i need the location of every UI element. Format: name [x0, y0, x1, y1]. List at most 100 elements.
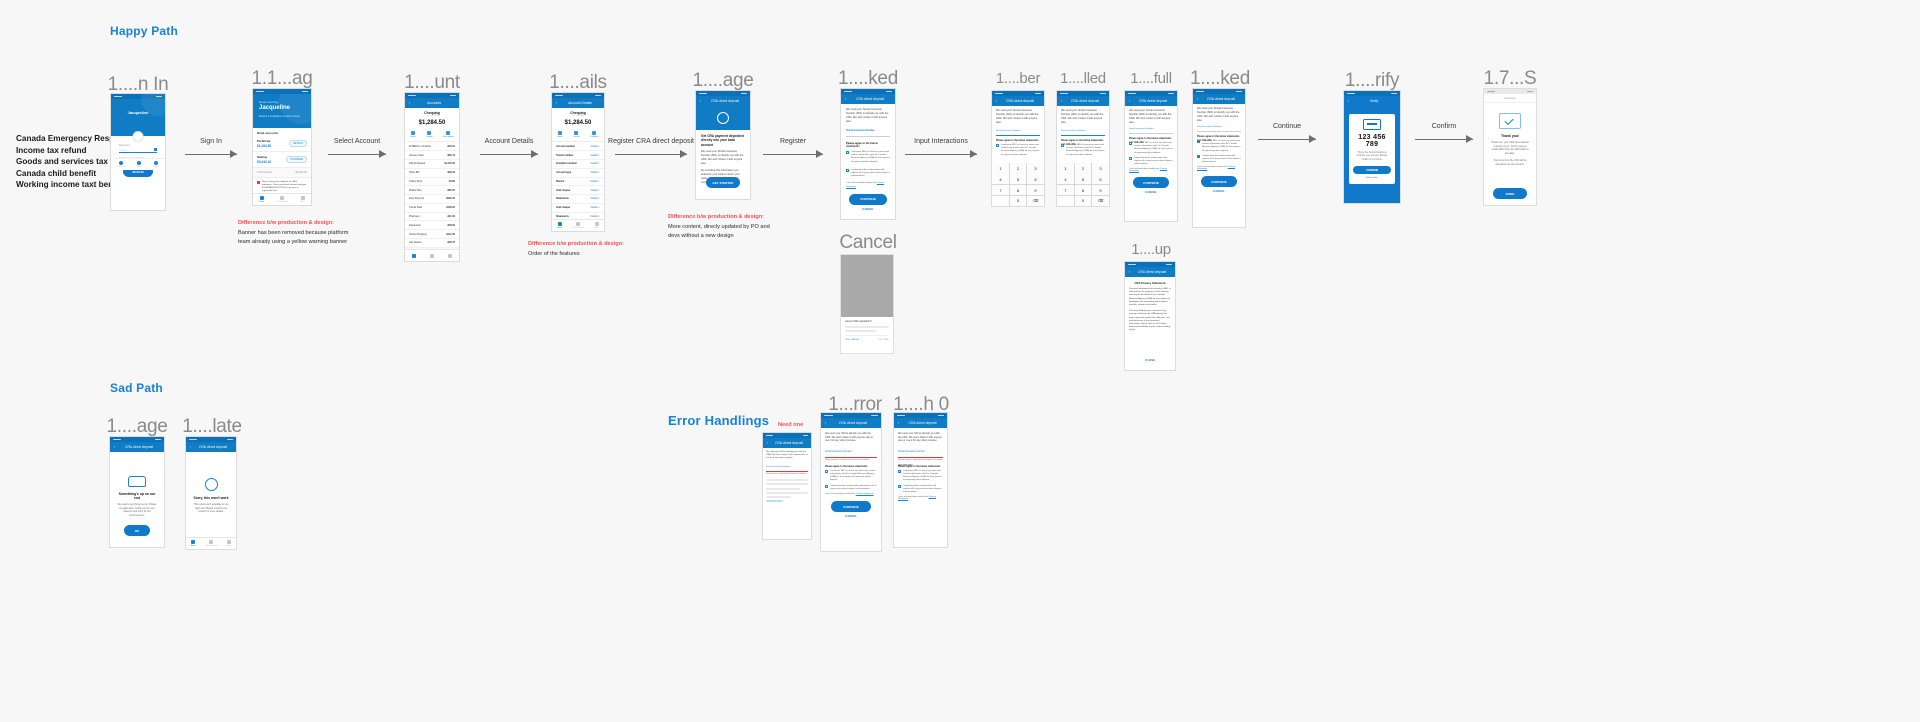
privacy-link[interactable]: Privacy Statement	[846, 182, 884, 188]
key-8[interactable]: 8	[1009, 185, 1027, 196]
tab-more[interactable]	[448, 253, 452, 258]
quick-action-cra[interactable]: CRA direct	[590, 131, 599, 138]
account-action-button[interactable]: DETAILS	[289, 140, 307, 147]
quick-action-transfer[interactable]: Transfer	[426, 131, 433, 138]
table-row[interactable]: Online Shopping-$112.30	[405, 230, 459, 239]
sin-input[interactable]: 123 456 789	[1129, 130, 1173, 144]
key-0[interactable]: 0	[1074, 195, 1092, 206]
key-0[interactable]: 0	[1009, 195, 1027, 206]
credit-card-row[interactable]: Mastercard$1,200.00 PAY CARD	[253, 205, 311, 206]
checkbox-icon[interactable]	[898, 484, 901, 488]
quick-action-details[interactable]: Details	[557, 131, 563, 138]
cancel-button[interactable]: CANCEL	[862, 206, 874, 211]
key-8[interactable]: 8	[1074, 185, 1092, 196]
key-2[interactable]: 2	[1074, 163, 1092, 174]
cancel-button[interactable]: CANCEL	[1213, 189, 1225, 194]
quick-action-details[interactable]: Details	[410, 131, 416, 138]
checkbox-checked-icon[interactable]	[1197, 140, 1200, 144]
screen-consent-checked[interactable]: ‹CRA direct deposit We need your Social …	[1192, 88, 1246, 228]
consent-checkbox-1[interactable]: I authorize RBC to share my name and con…	[894, 469, 947, 484]
tab-home[interactable]	[412, 253, 416, 258]
continue-button[interactable]: CONTINUE	[831, 501, 871, 512]
table-row[interactable]: Restaurant-$58.90	[405, 221, 459, 231]
quick-actions[interactable]: Details Transfer Direct deposit	[405, 127, 459, 143]
quick-action-direct-deposit[interactable]: Direct deposit	[443, 131, 454, 138]
tab-contact-us[interactable]: Contact Us	[116, 161, 125, 168]
tab-home[interactable]: Home	[191, 540, 196, 547]
consent-checkbox-1[interactable]: I authorize RBC to share my name and con…	[1193, 139, 1245, 154]
table-row[interactable]: Transit Pass-$128.00	[405, 204, 459, 213]
continue-button[interactable]: CONTINUE	[849, 193, 887, 205]
privacy-link[interactable]: Privacy Statement	[1129, 168, 1167, 173]
numeric-keypad[interactable]: 1 2 3 4 5 6 7 8 9 0 ⌫	[1057, 163, 1109, 206]
privacy-link[interactable]: Privacy Statement	[1197, 166, 1235, 171]
checkbox-icon[interactable]	[846, 169, 849, 173]
key-1[interactable]: 1	[992, 163, 1009, 174]
checkbox-icon[interactable]	[825, 470, 828, 474]
screen-privacy-popup[interactable]: ‹CRA direct deposit CRA Privacy Statemen…	[1124, 261, 1176, 371]
consent-checkbox-2[interactable]: I understand this authorization will rep…	[1193, 154, 1245, 166]
privacy-link[interactable]: Privacy Statement	[898, 496, 936, 501]
screen-consent-full[interactable]: ‹CRA direct deposit We need your Social …	[1124, 90, 1178, 222]
account-row[interactable]: Preferred$1,284.50 DETAILS	[253, 136, 311, 152]
eye-icon[interactable]	[154, 148, 157, 151]
password-field[interactable]: ••••••••	[119, 147, 157, 153]
tab-home[interactable]: Home	[259, 196, 264, 203]
table-row[interactable]: Rent Payment-$950.00	[405, 195, 459, 204]
key-3[interactable]: 3	[1092, 163, 1109, 174]
key-9[interactable]: 9	[1027, 185, 1044, 196]
back-icon[interactable]: ‹	[700, 99, 702, 103]
consent-checkbox-1[interactable]: I authorize RBC to share my name and con…	[1125, 141, 1177, 156]
consent-checkbox-1[interactable]: I authorize RBC to share my name and con…	[992, 143, 1044, 158]
table-row[interactable]: INTERAC e-Transfer-$45.00	[405, 142, 459, 152]
bottom-tabbar[interactable]: Home Pay & Transfer More	[552, 219, 604, 231]
checkbox-icon[interactable]	[898, 470, 901, 474]
sin-input[interactable]: 123 456 789	[1061, 132, 1105, 146]
ok-button[interactable]: OK	[124, 525, 150, 537]
key-2[interactable]: 2	[1009, 163, 1027, 174]
confirm-button[interactable]: CONFIRM	[1353, 166, 1391, 175]
screen-details[interactable]: ‹ Account Details Chequing •••• •••• 431…	[551, 92, 605, 232]
tab-pay-transfer[interactable]: Pay & Transfer	[572, 222, 584, 229]
back-icon[interactable]: ‹	[767, 441, 769, 445]
tab-pay-transfer[interactable]: Pay & Transfer	[205, 540, 217, 547]
sign-in-button[interactable]: SIGN IN	[123, 166, 153, 177]
bottom-tabbar[interactable]: Contact Us Sign Up Support	[111, 158, 165, 170]
back-icon[interactable]: ‹	[190, 445, 192, 449]
consent-checkbox-2[interactable]: I understand this authorization will rep…	[1125, 156, 1177, 168]
tab-more[interactable]: More	[227, 540, 231, 547]
checkbox-icon[interactable]	[1061, 144, 1064, 148]
key-7[interactable]: 7	[992, 185, 1009, 196]
screen-error-sin[interactable]: ‹CRA direct deposit We need your SIN to …	[820, 412, 882, 552]
back-icon[interactable]: ‹	[845, 97, 847, 101]
screen-consent-unchecked[interactable]: ‹ CRA direct deposit We need your Social…	[840, 88, 896, 220]
cancel-popup[interactable]: Cancel CRA registration? YES, CANCEL NO,…	[840, 254, 894, 354]
tab-support[interactable]: Support	[153, 161, 160, 168]
sin-input[interactable]	[996, 132, 1040, 136]
key-4[interactable]: 4	[992, 174, 1009, 185]
back-icon[interactable]: ‹	[1129, 270, 1131, 274]
done-button[interactable]: DONE	[1493, 188, 1527, 199]
tab-more[interactable]: More	[595, 222, 599, 229]
sin-input-error[interactable]	[825, 453, 877, 458]
back-icon[interactable]: ‹	[409, 101, 411, 105]
screen-sign-in[interactable]: Jacqueline Password •••••••• Forgot your…	[110, 93, 166, 211]
key-backspace-icon[interactable]: ⌫	[1092, 195, 1109, 206]
transaction-list[interactable]: INTERAC e-Transfer-$45.00 Grocery Store-…	[405, 142, 459, 248]
back-icon[interactable]: ‹	[1348, 99, 1350, 103]
edit-number-link[interactable]: Edit number	[1366, 177, 1378, 180]
back-icon[interactable]: ‹	[825, 421, 827, 425]
key-3[interactable]: 3	[1027, 163, 1044, 174]
screen-cra-page[interactable]: ‹ CRA direct deposit Get CRA payment dep…	[695, 90, 751, 200]
tab-pay-transfer[interactable]	[430, 253, 434, 258]
back-icon[interactable]: ‹	[898, 421, 900, 425]
key-4[interactable]: 4	[1057, 174, 1074, 185]
bottom-tabbar[interactable]: Home Pay & Transfer More	[253, 193, 311, 205]
continue-button[interactable]: CONTINUE	[1133, 177, 1169, 189]
